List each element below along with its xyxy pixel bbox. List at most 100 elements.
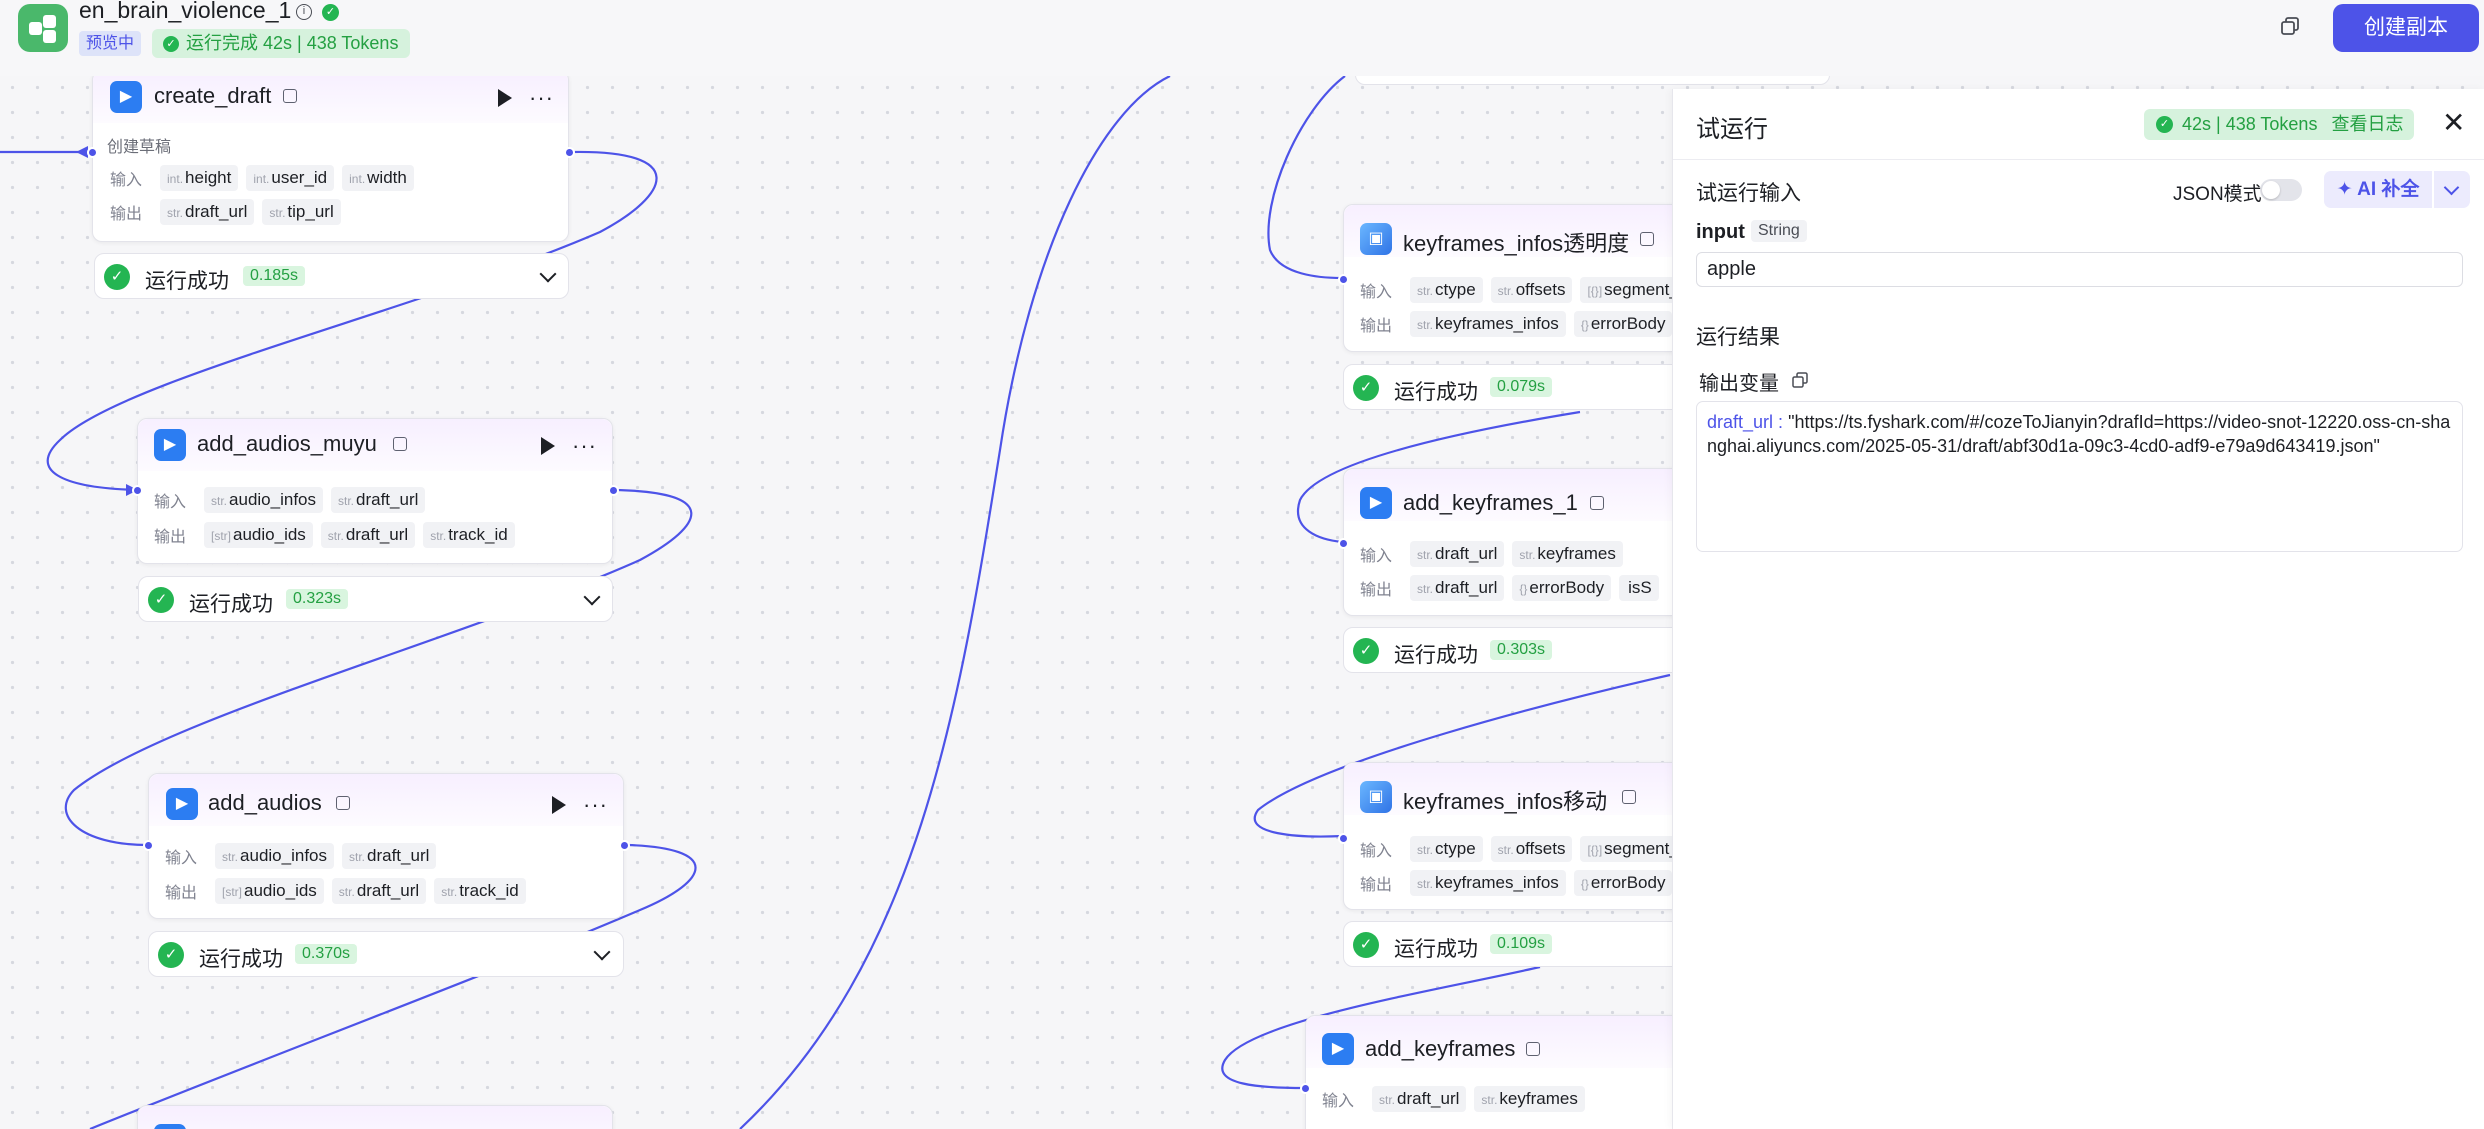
- param-tag: str.keyframes: [1474, 1086, 1585, 1112]
- plugin-icon: ▶: [1360, 487, 1392, 519]
- param-tag: str.draft_url: [331, 878, 427, 904]
- node-add-keyframes[interactable]: ▶ add_keyframes 输入 str.draft_url str.key…: [1300, 1015, 1725, 1129]
- param-tag: str.tip_url: [262, 199, 341, 225]
- param-tag: str.draft_url: [331, 487, 426, 513]
- param-tag: {}errorBody: [1573, 311, 1673, 337]
- test-input-section-title: 试运行输入: [1696, 182, 1801, 205]
- node-title: keyframes_infos移动: [1403, 789, 1608, 814]
- node-inputs: 输入 int.height int.user_id int.width: [110, 165, 414, 191]
- success-text: 运行成功: [1394, 381, 1478, 404]
- more-icon[interactable]: ···: [572, 433, 597, 458]
- param-tag: str.draft_url: [342, 843, 437, 869]
- run-node-icon[interactable]: [552, 796, 566, 814]
- success-text: 运行成功: [199, 948, 283, 971]
- template-icon: [1622, 790, 1636, 804]
- template-icon: [1590, 496, 1604, 510]
- time-badge: 0.323s: [286, 589, 349, 609]
- node-inputs: 输入 str.draft_url str.keyframes: [1322, 1086, 1585, 1112]
- param-tag: [{}]segment_: [1580, 836, 1686, 862]
- node-header: [138, 1106, 612, 1129]
- input-value-field[interactable]: apple: [1696, 252, 2463, 287]
- node-outputs: 输出 str.draft_url str.tip_url: [110, 199, 341, 225]
- template-icon: [1526, 1042, 1540, 1056]
- input-port[interactable]: [1338, 833, 1349, 844]
- plugin-icon: [154, 1124, 186, 1129]
- chevron-down-icon[interactable]: [539, 265, 557, 283]
- time-badge: 0.185s: [243, 266, 306, 286]
- node-add-audios[interactable]: ▶ add_audios ··· 输入 str.audio_infos str.…: [143, 773, 630, 919]
- close-icon[interactable]: ✕: [2442, 107, 2466, 138]
- json-mode-toggle[interactable]: [2260, 179, 2302, 201]
- chevron-down-icon[interactable]: [583, 588, 601, 606]
- output-label: 输出: [1360, 582, 1393, 599]
- template-icon: [336, 796, 350, 810]
- run-node-icon[interactable]: [541, 437, 555, 455]
- template-icon: [283, 89, 297, 103]
- node-outputs: 输出 str.keyframes_infos {}errorBody: [1360, 311, 1673, 337]
- success-text: 运行成功: [1394, 938, 1478, 961]
- input-label: 输入: [1322, 1093, 1355, 1110]
- node-subtitle: 创建草稿: [107, 139, 172, 156]
- node-add-audios-muyu[interactable]: ▶ add_audios_muyu ··· 输入 str.audio_infos…: [132, 418, 619, 564]
- param-tag: str.audio_infos: [215, 843, 334, 869]
- output-result-box: draft_url : "https://ts.fyshark.com/#/co…: [1696, 401, 2463, 552]
- input-port[interactable]: [1300, 1083, 1311, 1094]
- run-status-badge[interactable]: ✓ 运行完成 42s | 438 Tokens: [152, 29, 411, 58]
- param-tag: isS: [1619, 575, 1659, 601]
- node-result-add-audios-muyu[interactable]: ✓ 运行成功 0.323s: [138, 576, 613, 622]
- published-check-icon: ✓: [322, 4, 339, 21]
- plugin-icon: ▶: [110, 81, 142, 113]
- view-log-link[interactable]: 查看日志: [2331, 114, 2404, 134]
- input-label: 输入: [1360, 548, 1393, 565]
- param-tag: [str]audio_ids: [215, 878, 324, 904]
- success-check-icon: ✓: [104, 264, 130, 290]
- run-status-text: 运行完成 42s | 438 Tokens: [186, 33, 399, 53]
- node-result-add-audios[interactable]: ✓ 运行成功 0.370s: [148, 931, 624, 977]
- ai-options-chevron-icon[interactable]: [2434, 171, 2470, 208]
- node-partial-bottom[interactable]: [137, 1105, 613, 1129]
- input-port[interactable]: [1338, 538, 1349, 549]
- preview-badge: 预览中: [79, 31, 142, 56]
- input-port[interactable]: [1338, 274, 1349, 285]
- node-outputs: 输出 [str]audio_ids str.draft_url str.trac…: [165, 878, 526, 904]
- output-port[interactable]: [564, 147, 575, 158]
- info-icon[interactable]: i: [296, 4, 312, 20]
- output-label: 输出: [110, 206, 143, 223]
- output-label: 输出: [1360, 877, 1393, 894]
- plugin-icon: ▶: [154, 429, 186, 461]
- chevron-down-icon[interactable]: [593, 943, 611, 961]
- node-header: [149, 774, 623, 826]
- node-title: add_audios_muyu: [197, 431, 377, 456]
- output-port[interactable]: [608, 485, 619, 496]
- input-port[interactable]: [87, 147, 98, 158]
- output-vars-label: 输出变量: [1699, 373, 1779, 395]
- param-tag: int.user_id: [246, 165, 335, 191]
- input-port[interactable]: [132, 485, 143, 496]
- output-label: 输出: [1360, 318, 1393, 335]
- create-copy-button[interactable]: 创建副本: [2333, 4, 2479, 52]
- success-check-icon: ✓: [148, 587, 174, 613]
- output-port[interactable]: [619, 840, 630, 851]
- input-label: 输入: [110, 172, 143, 189]
- duplicate-icon[interactable]: [2280, 16, 2300, 36]
- success-text: 运行成功: [145, 270, 229, 293]
- param-tag: str.draft_url: [320, 522, 416, 548]
- node-keyframes-infos-opacity[interactable]: ▣ keyframes_infos透明度 输入 str.ctype str.of…: [1338, 204, 1743, 352]
- input-port[interactable]: [143, 840, 154, 851]
- app-logo-icon: [18, 4, 68, 52]
- input-param-type: String: [1751, 220, 1807, 242]
- param-tag: str.keyframes_infos: [1410, 870, 1566, 896]
- time-badge: 0.370s: [295, 944, 358, 964]
- input-param-name: input: [1696, 221, 1745, 243]
- node-header: [138, 419, 612, 471]
- more-icon[interactable]: ···: [529, 85, 554, 110]
- run-node-icon[interactable]: [498, 89, 512, 107]
- ai-complete-button[interactable]: ✦ AI 补全: [2324, 171, 2432, 208]
- more-icon[interactable]: ···: [583, 792, 608, 817]
- param-tag: int.width: [342, 165, 414, 191]
- copy-icon[interactable]: [1792, 372, 1808, 388]
- node-create-draft[interactable]: ▶ create_draft ··· 创建草稿 输入 int.height in…: [87, 70, 575, 242]
- output-value: "https://ts.fyshark.com/#/cozeToJianyin?…: [1707, 412, 2451, 456]
- node-result-create-draft[interactable]: ✓ 运行成功 0.185s: [94, 253, 569, 299]
